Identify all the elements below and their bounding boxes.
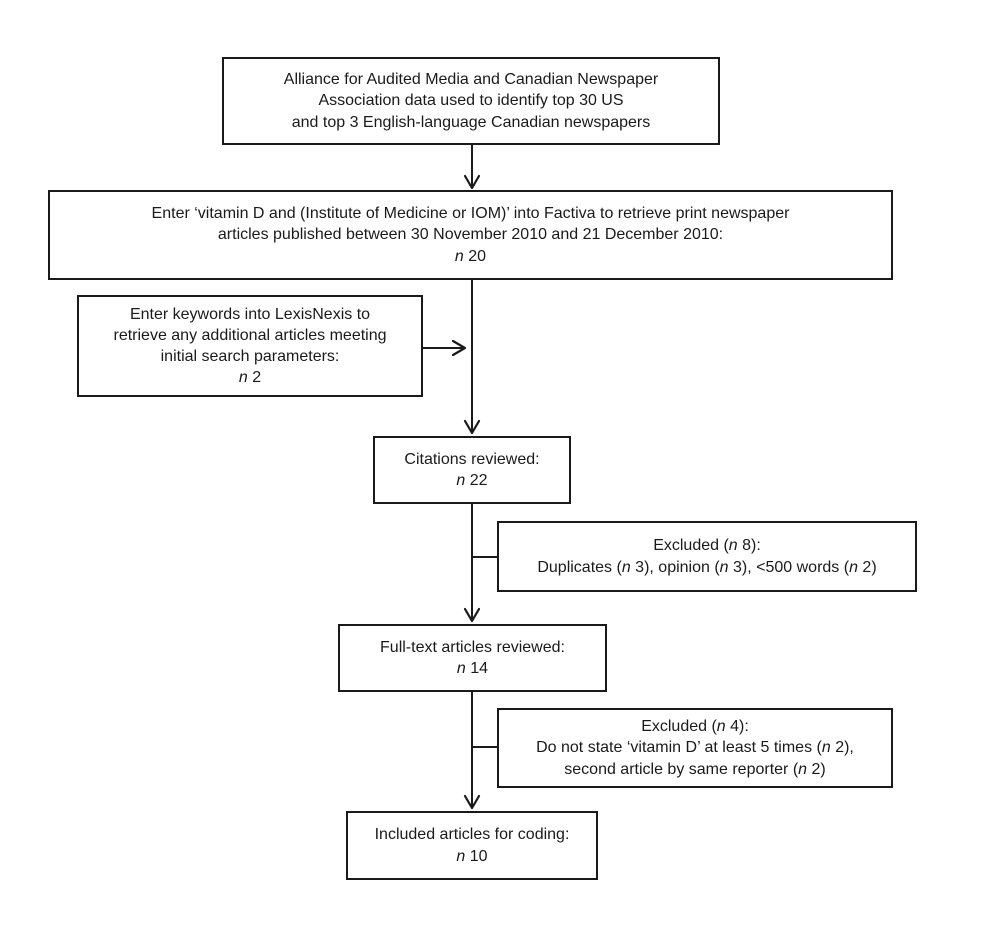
arrow-citations-to-fulltext: [463, 504, 481, 623]
node-fulltext-reviewed: Full-text articles reviewed:n 14: [338, 624, 607, 692]
node-excluded-citations: Excluded (n 8):Duplicates (n 3), opinion…: [497, 521, 917, 592]
arrow-lexisnexis-to-mainline: [423, 339, 467, 357]
node-included-articles: Included articles for coding:n 10: [346, 811, 598, 880]
node-excluded-fulltext: Excluded (n 4):Do not state ‘vitamin D’ …: [497, 708, 893, 788]
node-factiva-search: Enter ‘vitamin D and (Institute of Medic…: [48, 190, 893, 280]
node-data-sources: Alliance for Audited Media and Canadian …: [222, 57, 720, 145]
arrow-source-to-factiva: [463, 145, 481, 190]
node-citations-reviewed: Citations reviewed:n 22: [373, 436, 571, 504]
arrow-fulltext-to-included: [463, 692, 481, 810]
arrow-factiva-to-citations: [463, 280, 481, 435]
